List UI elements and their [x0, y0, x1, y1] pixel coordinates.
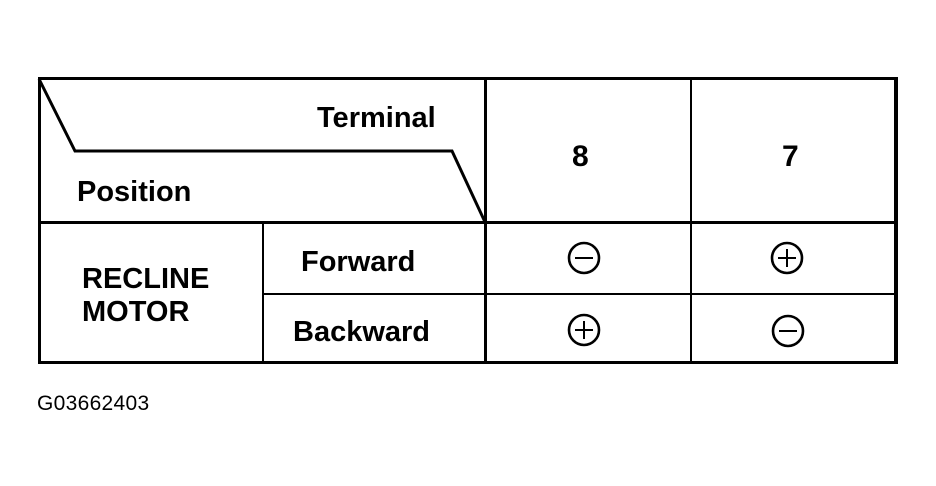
- position-header-label: Position: [77, 176, 192, 208]
- plus-circle-icon: [567, 313, 601, 347]
- group-label-motor: MOTOR: [82, 296, 190, 328]
- plus-circle-icon: [770, 241, 804, 275]
- position-column-divider: [262, 222, 264, 362]
- group-label-recline: RECLINE: [82, 263, 210, 295]
- minus-circle-icon: [771, 314, 805, 348]
- terminal-7-header: 7: [782, 140, 799, 173]
- table-border-bottom: [38, 361, 898, 364]
- header-divider: [38, 221, 898, 224]
- terminal-header-label: Terminal: [317, 102, 436, 134]
- figure-id: G03662403: [37, 392, 150, 415]
- row-divider: [263, 293, 897, 295]
- position-backward-label: Backward: [293, 316, 431, 348]
- terminal-8-header: 8: [572, 140, 589, 173]
- minus-circle-icon: [567, 241, 601, 275]
- table-border-right: [894, 77, 898, 364]
- position-forward-label: Forward: [301, 246, 416, 278]
- table-border-top: [38, 77, 898, 80]
- terminal-column-divider-middle: [690, 77, 692, 364]
- table-border-left: [38, 77, 41, 364]
